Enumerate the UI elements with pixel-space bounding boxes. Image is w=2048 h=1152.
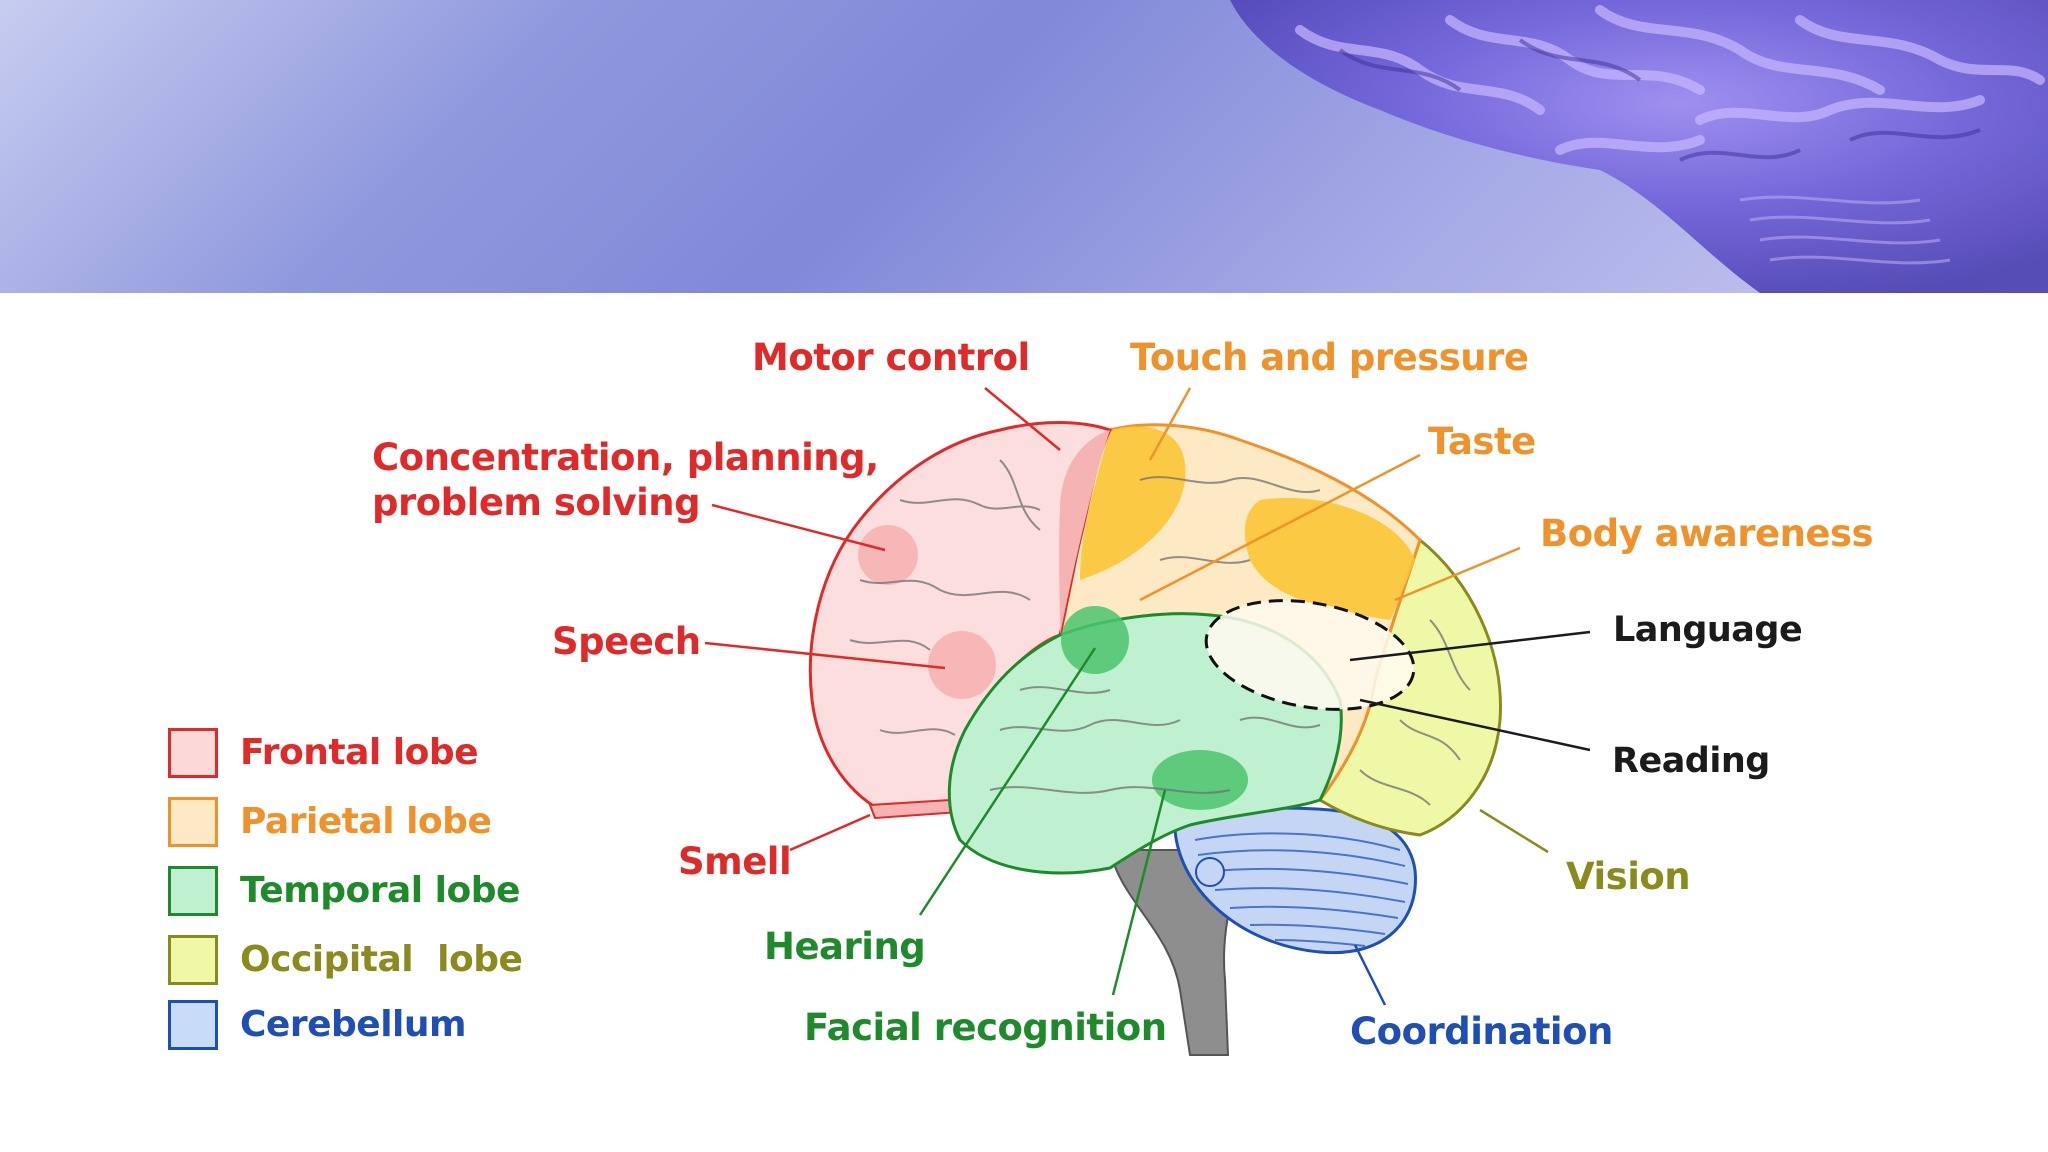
legend-label: Parietal lobe — [240, 801, 492, 842]
label-facial-recognition: Facial recognition — [804, 1006, 1167, 1049]
label-reading: Reading — [1612, 741, 1770, 781]
label-touch-and-pressure: Touch and pressure — [1130, 336, 1529, 379]
label-vision: Vision — [1566, 855, 1691, 898]
label-hearing: Hearing — [764, 925, 926, 968]
label-coordination: Coordination — [1350, 1010, 1613, 1053]
language-reading-zone — [1204, 599, 1416, 711]
legend-label: Frontal lobe — [240, 732, 479, 773]
cerebellum-swatch-icon — [168, 1000, 218, 1050]
banner-brain-image — [1230, 0, 2048, 293]
label-smell: Smell — [678, 840, 792, 883]
label-body-awareness: Body awareness — [1540, 512, 1874, 555]
label-taste: Taste — [1428, 420, 1536, 463]
header-banner — [0, 0, 2048, 293]
legend-label: Occipital lobe — [240, 939, 523, 980]
label-language: Language — [1613, 610, 1803, 650]
legend-label: Temporal lobe — [240, 870, 520, 911]
parietal-swatch-icon — [168, 797, 218, 847]
label-speech: Speech — [552, 620, 701, 663]
frontal-swatch-icon — [168, 728, 218, 778]
label-concentration-line2: problem solving — [372, 481, 701, 524]
temporal-swatch-icon — [168, 866, 218, 916]
label-concentration-line1: Concentration, planning, — [372, 436, 879, 479]
legend-label: Cerebellum — [240, 1004, 467, 1045]
occipital-swatch-icon — [168, 935, 218, 985]
label-motor-control: Motor control — [752, 336, 1030, 379]
